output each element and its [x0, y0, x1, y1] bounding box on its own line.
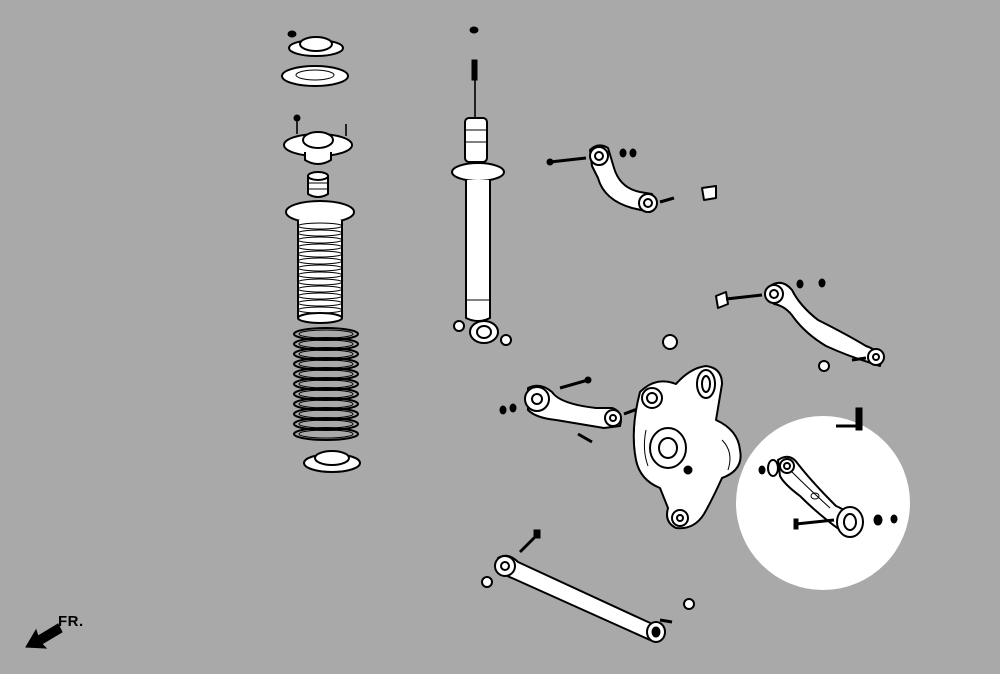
upper-control-arm-no1	[546, 144, 717, 213]
upper-mount-support	[283, 114, 353, 165]
boot-rib	[297, 271, 343, 279]
boot-rib	[297, 299, 343, 307]
spring-coil-inner	[298, 429, 354, 439]
boot-rib	[297, 292, 343, 300]
spring-coil-inner	[298, 349, 354, 359]
boot-rib	[297, 236, 343, 244]
boot-rib	[297, 243, 343, 251]
spring-coil-inner	[298, 339, 354, 349]
toe-control-arm	[499, 376, 641, 444]
shock-absorber	[451, 26, 512, 346]
upper-control-arm-no2	[715, 278, 885, 372]
boot-rib	[297, 229, 343, 237]
dust-boot	[285, 200, 355, 324]
spring-coil-inner	[298, 359, 354, 369]
coil-spring	[293, 327, 359, 441]
spring-coil-inner	[298, 409, 354, 419]
highlighted-lower-control-arm	[736, 407, 910, 590]
spring-coil-inner	[298, 329, 354, 339]
spring-coil-inner	[298, 389, 354, 399]
spring-coil-inner	[298, 399, 354, 409]
arrow-front-icon	[25, 623, 63, 649]
upper-mount-washer	[281, 65, 349, 87]
boot-rib	[297, 285, 343, 293]
upper-mount-cap	[287, 30, 344, 57]
spring-coil-turn	[293, 427, 359, 441]
bump-stopper	[307, 171, 329, 198]
spring-coil-inner	[298, 379, 354, 389]
lower-spring-insulator	[303, 450, 361, 473]
boot-rib	[297, 278, 343, 286]
boot-rib	[297, 250, 343, 258]
spring-coil-inner	[298, 419, 354, 429]
rear-axle-carrier	[632, 334, 742, 530]
boot-rib	[297, 222, 343, 230]
strut-rod	[481, 529, 695, 643]
boot-rib	[297, 257, 343, 265]
direction-label: FR.	[58, 613, 84, 630]
boot-rib	[297, 264, 343, 272]
spring-coil-inner	[298, 369, 354, 379]
